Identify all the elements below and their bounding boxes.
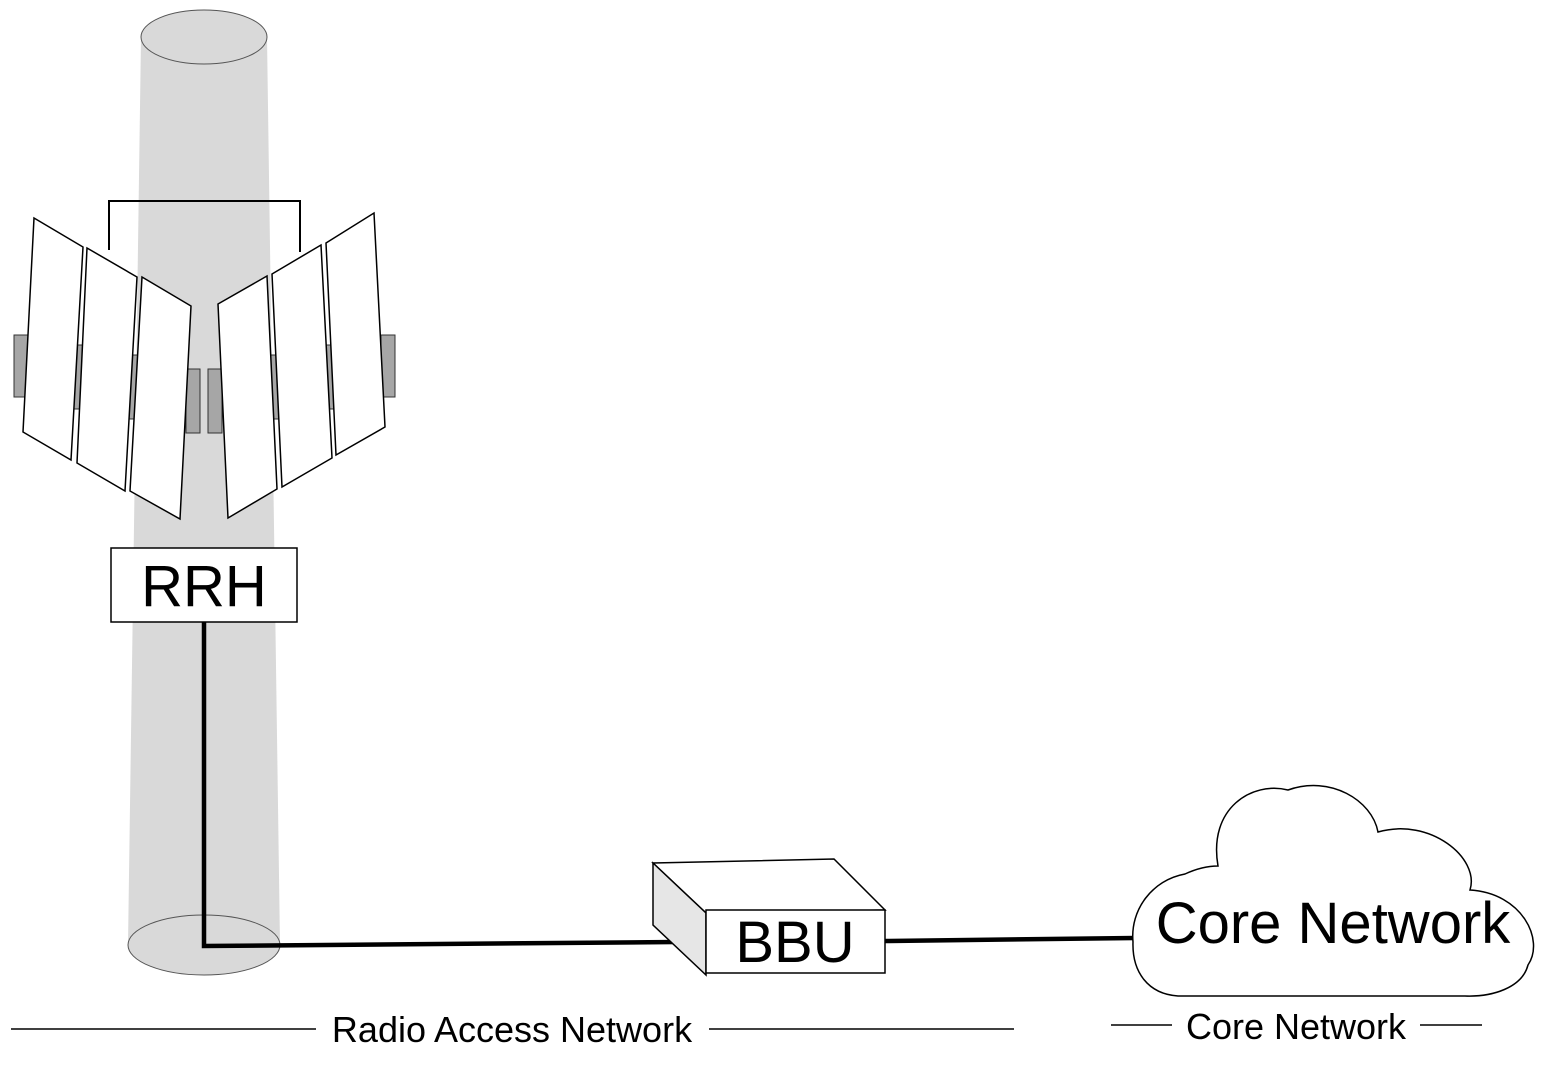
rrh-node: RRH bbox=[110, 547, 298, 623]
bbu-label: BBU bbox=[735, 910, 854, 975]
antenna-clip bbox=[207, 368, 223, 434]
cell-tower-icon bbox=[127, 9, 281, 976]
antenna-clip bbox=[185, 368, 201, 434]
ran-section-label: Radio Access Network bbox=[332, 1009, 693, 1050]
antenna-mount-bracket bbox=[108, 200, 301, 252]
antenna-array bbox=[13, 211, 396, 521]
rrh-box bbox=[110, 547, 298, 623]
rrh-label: RRH bbox=[141, 554, 267, 619]
fronthaul-link bbox=[201, 622, 677, 949]
antenna-panel-icon bbox=[325, 211, 386, 457]
antenna-panel-icon bbox=[271, 243, 333, 489]
antenna-panel-icon bbox=[22, 216, 84, 462]
ran-section-marker: Radio Access Network bbox=[11, 1009, 1014, 1050]
core-section-marker: Core Network bbox=[1111, 1006, 1482, 1047]
bbu-front-face bbox=[705, 909, 886, 974]
backhaul-link bbox=[884, 935, 1136, 944]
core-network-cloud-label: Core Network bbox=[1156, 891, 1512, 956]
antenna-panel-icon bbox=[76, 246, 138, 493]
antenna-panel-icon bbox=[217, 274, 278, 520]
cloud-icon: Core Network bbox=[1132, 784, 1535, 997]
antenna-panel-icon bbox=[129, 275, 192, 521]
bbu-node: BBU bbox=[651, 858, 887, 977]
bbu-side-face bbox=[652, 861, 707, 977]
core-section-label: Core Network bbox=[1186, 1006, 1407, 1047]
